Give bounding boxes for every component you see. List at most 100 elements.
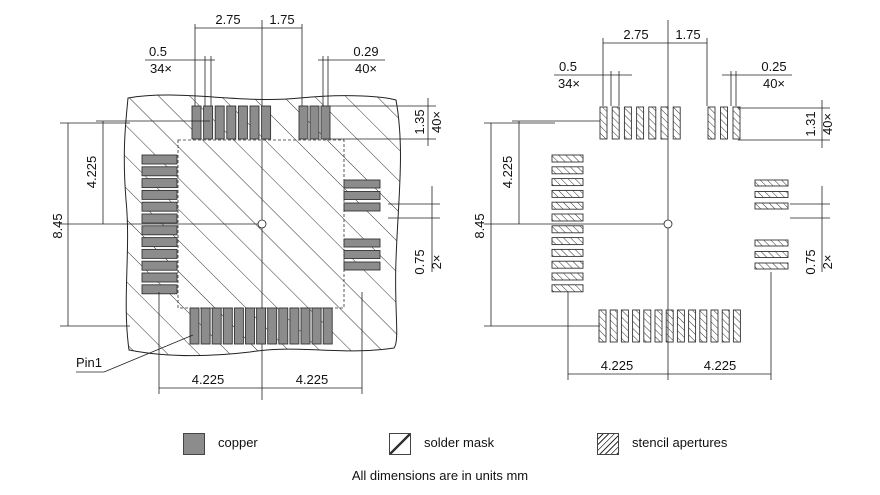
copper-pad-left [141,166,178,177]
copper-pad-left [141,154,178,165]
copper-pad-top [226,105,237,140]
copper-pad-right [343,261,381,271]
stencil-aperture-top [611,106,620,140]
copper-pad-left [141,248,178,259]
stencil-aperture-bottom [732,309,741,343]
left-dim-bottom-right: 4.225 [296,372,329,387]
right-dim-pad-length-count: 40× [820,113,835,135]
copper-pad-bottom [211,307,222,345]
stencil-aperture-top [720,106,728,140]
stencil-aperture-top [648,106,657,140]
stencil-aperture-left [551,178,584,187]
right-center-marker [663,219,673,229]
stencil-aperture-left [551,260,584,269]
legend-copper-swatch [183,433,205,455]
right-stencil-pattern [484,20,789,380]
stencil-aperture-left [551,154,584,163]
right-dim-height-half: 4.225 [500,156,515,189]
copper-pad-bottom [222,307,233,345]
stencil-aperture-left [551,166,584,175]
copper-pad-right [343,202,381,212]
copper-pad-bottom [245,307,255,345]
copper-pad-top [309,105,320,140]
stencil-aperture-left [551,237,584,246]
copper-pad-bottom [189,307,200,345]
copper-pad-bottom [322,307,333,345]
copper-pad-top [191,105,202,140]
stencil-aperture-left [551,248,584,257]
units-footnote: All dimensions are in units mm [351,468,529,483]
stencil-aperture-left [551,201,584,210]
right-dim-top-right: 1.75 [675,27,700,42]
right-dimensions: 2.75 1.75 0.5 34× 0.25 40× 1.31 40× 4.22… [472,27,835,380]
stencil-aperture-top [636,106,645,140]
legend-stencil-label: stencil apertures [632,435,728,450]
left-dimensions: 2.75 1.75 0.5 34× 0.29 40× 1.35 40× 4.22… [50,12,444,394]
stencil-aperture-left [551,213,584,222]
left-dim-pad-width-left: 0.5 [149,44,167,59]
copper-pad-right [343,250,381,259]
left-dim-height-half: 4.225 [84,156,99,189]
copper-pad-bottom [267,307,278,345]
stencil-aperture-top [672,106,681,140]
copper-pad-top [237,105,248,140]
stencil-aperture-bottom [699,309,708,343]
stencil-aperture-right [754,202,789,210]
legend-copper-label: copper [218,435,258,450]
left-dim-top-right: 1.75 [269,12,294,27]
copper-pad-bottom [278,307,289,345]
copper-pad-top [261,105,272,140]
copper-pad-left [141,225,178,236]
copper-pad-top [203,105,214,140]
copper-pad-top [298,105,309,140]
left-dim-pad-count-right: 40× [355,61,377,76]
right-dim-pad-length: 1.31 [803,111,818,136]
stencil-aperture-right [754,251,789,258]
stencil-aperture-bottom [665,309,674,343]
stencil-aperture-bottom [632,309,641,343]
right-dim-pitch-right: 0.75 [803,249,818,274]
left-dim-bottom-left: 4.225 [192,372,225,387]
right-dim-pad-width-left: 0.5 [559,59,577,74]
stencil-aperture-bottom [620,309,629,343]
stencil-aperture-bottom [654,309,663,343]
stencil-aperture-right [754,191,789,198]
right-dim-height-total: 8.45 [472,213,487,238]
copper-pad-left [141,237,178,248]
copper-pad-left [141,201,178,212]
right-dim-pitch-right-count: 2× [820,255,835,270]
stencil-aperture-left [551,284,584,293]
stencil-aperture-bottom [710,309,719,343]
copper-pad-left [141,178,178,189]
stencil-aperture-bottom [609,309,618,343]
legend-stencil-swatch [597,433,619,455]
stencil-aperture-left [551,189,584,198]
stencil-aperture-top [732,106,741,140]
stencil-aperture-right [754,179,789,187]
copper-pad-top [214,105,225,140]
copper-pad-right [343,238,381,248]
copper-pad-bottom [300,307,311,345]
left-dim-top-left: 2.75 [215,12,240,27]
copper-pad-bottom [200,307,211,345]
copper-pad-top [320,105,331,140]
stencil-aperture-top [623,106,632,140]
left-dim-pad-width-right: 0.29 [353,44,378,59]
stencil-aperture-bottom [643,309,652,343]
copper-pad-bottom [311,307,322,345]
copper-pad-right [343,179,381,189]
legend-solder-mask-label: solder mask [424,435,495,450]
stencil-aperture-top [599,106,608,140]
copper-pad-bottom [233,307,244,345]
left-dim-pitch-right: 0.75 [412,249,427,274]
center-marker [257,219,267,229]
copper-pad-left [141,284,178,295]
stencil-aperture-left [551,272,584,281]
stencil-aperture-right [754,239,789,247]
left-dim-pad-length: 1.35 [412,109,427,134]
stencil-aperture-bottom [676,309,685,343]
stencil-aperture-top [660,106,669,140]
right-dim-bottom-right: 4.225 [704,358,737,373]
left-dim-pad-length-count: 40× [429,111,444,133]
